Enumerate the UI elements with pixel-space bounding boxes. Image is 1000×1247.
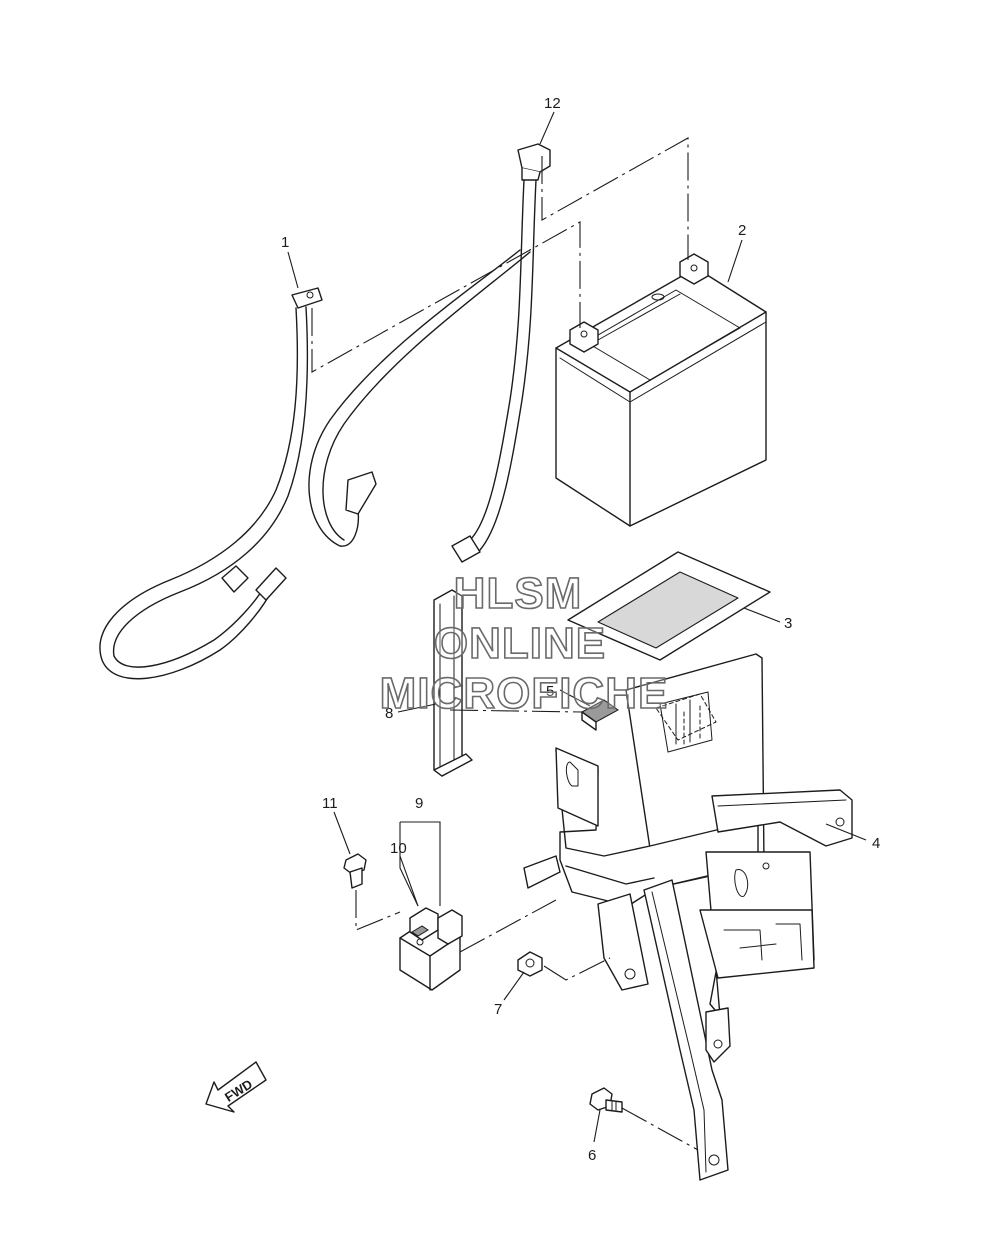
callout-1: 1	[281, 234, 289, 251]
callout-8: 8	[385, 705, 393, 722]
callout-2: 2	[738, 222, 746, 239]
battery	[555, 253, 767, 527]
battery-box	[523, 653, 853, 1181]
callout-11: 11	[322, 795, 338, 812]
positive-battery-cable	[308, 143, 551, 563]
callout-6: 6	[588, 1147, 596, 1164]
callout-5: 5	[546, 683, 554, 700]
callout-7: 7	[494, 1001, 502, 1018]
battery-band	[433, 589, 473, 777]
negative-battery-cable	[99, 287, 323, 680]
callout-12: 12	[544, 95, 561, 112]
callout-3: 3	[784, 615, 792, 632]
bolt-6	[589, 1087, 623, 1113]
watermark-line-2: ONLINE	[434, 619, 606, 668]
starter-relay	[399, 907, 463, 991]
callout-10: 10	[390, 840, 407, 857]
battery-top-pad	[567, 551, 771, 661]
leader-lines	[287, 111, 867, 1143]
assembly-lines	[311, 137, 699, 1151]
watermark-line-1: HLSM	[454, 569, 583, 618]
nut-7	[517, 951, 543, 977]
callout-9: 9	[415, 795, 423, 812]
battery-box-clip	[581, 693, 717, 747]
watermark: HLSM ONLINE MICROFICHE	[379, 568, 669, 719]
watermark-line-3: MICROFICHE	[380, 669, 669, 718]
callout-4: 4	[872, 835, 880, 852]
callout-numbers: 1 2 3 4 5 6 7 8 9 10 11 12	[281, 95, 880, 1164]
forward-direction-arrow: FWD	[205, 1061, 267, 1113]
bolt-11	[343, 853, 367, 889]
